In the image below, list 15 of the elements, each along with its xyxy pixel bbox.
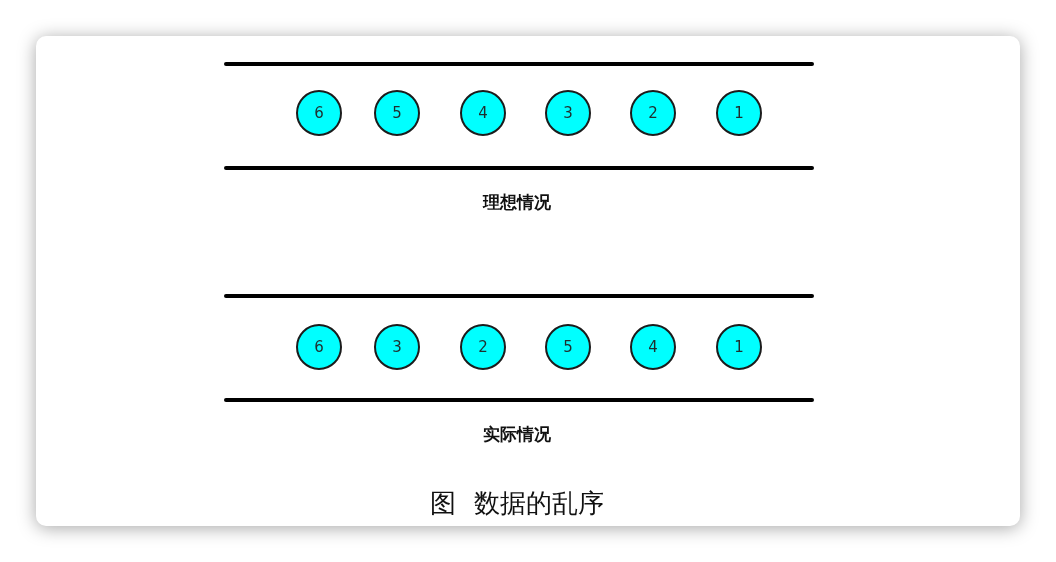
- circle-node: 3: [545, 90, 591, 136]
- circle-node: 6: [296, 324, 342, 370]
- circle-node: 3: [374, 324, 420, 370]
- row-label: 实际情况: [483, 423, 551, 446]
- circle-node: 5: [374, 90, 420, 136]
- circle-node: 5: [545, 324, 591, 370]
- circle-node: 1: [716, 324, 762, 370]
- circle-node: 2: [630, 90, 676, 136]
- circle-node: 6: [296, 90, 342, 136]
- circle-node: 4: [630, 324, 676, 370]
- circle-node: 4: [460, 90, 506, 136]
- figure-caption: 图 数据的乱序: [429, 488, 605, 520]
- circle-node: 1: [716, 90, 762, 136]
- circle-node: 2: [460, 324, 506, 370]
- row-label: 理想情况: [483, 191, 551, 214]
